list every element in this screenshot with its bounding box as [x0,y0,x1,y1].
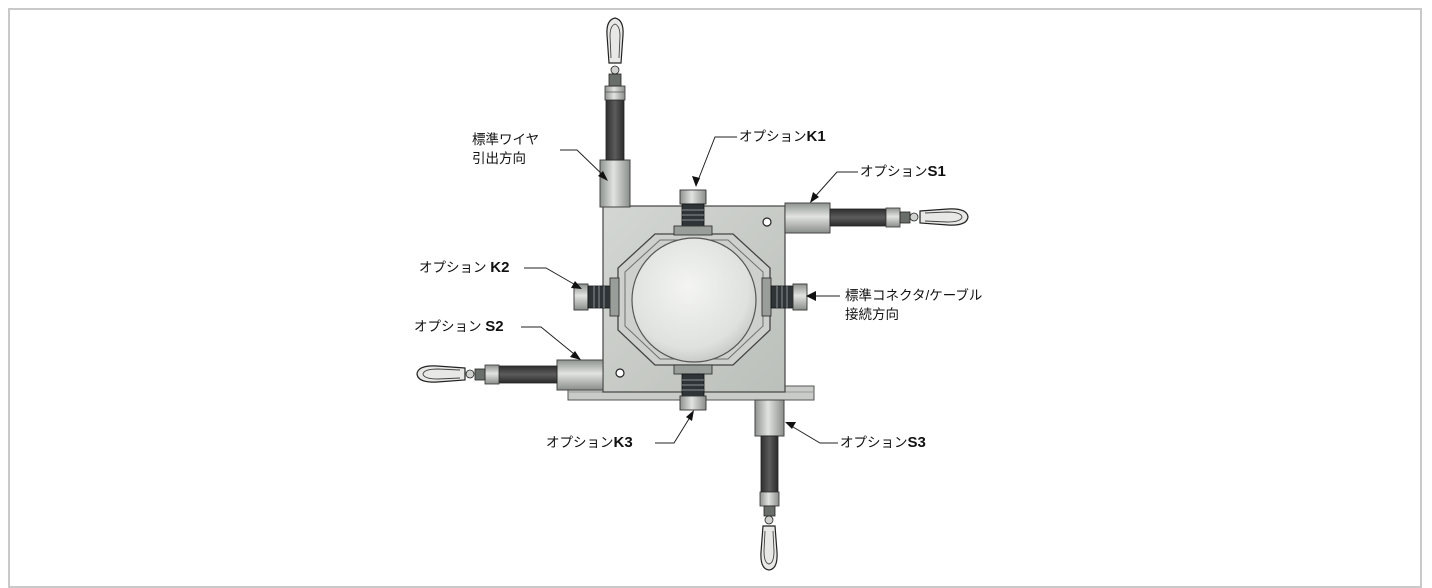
label-k3: オプションK3 [546,434,633,451]
hook-clip-icon [606,17,624,64]
leader-s2 [521,326,581,360]
leader-k1 [692,136,737,187]
leader-k2 [524,267,582,289]
connector-k1 [673,189,713,236]
leader-s3 [785,422,838,444]
std-wire-exit [599,17,631,208]
label-k2: オプション K2 [419,259,509,276]
leader-k3 [655,410,694,444]
connector-nut-icon [609,277,620,317]
sensor-diagram: 標準ワイヤ 引出方向 オプションK1 オプションS1 オプション K2 オプショ… [414,17,982,571]
mount-hole-icon [615,217,772,378]
label-k1: オプションK1 [739,128,826,145]
leader-std-conn [806,291,840,301]
sensor-drum [631,237,757,363]
label-std-conn-line1: 標準コネクタ/ケーブル [845,287,982,303]
hook-clip-icon [760,525,778,571]
connector-k2 [573,277,620,317]
connector-nut-icon [761,277,772,317]
label-s3: オプションS3 [840,434,926,451]
hook-clip-icon [416,365,466,383]
connector-k3 [673,364,713,411]
option-s2-wire [416,359,604,391]
label-s2: オプション S2 [414,318,504,335]
connector-nut-icon [673,364,713,375]
connector-nut-icon [673,225,713,236]
option-s1-wire [784,202,969,234]
label-std-wire-line2: 引出方向 [472,151,526,166]
label-std-conn-line2: 接続方向 [845,306,899,322]
hook-clip-icon [919,208,969,226]
leader-s1 [810,171,858,203]
std-connector [761,277,808,317]
label-std-wire-line1: 標準ワイヤ [472,132,539,147]
leader-std-wire [560,149,608,181]
label-s1: オプションS1 [860,163,946,180]
option-s3-wire [754,399,785,571]
